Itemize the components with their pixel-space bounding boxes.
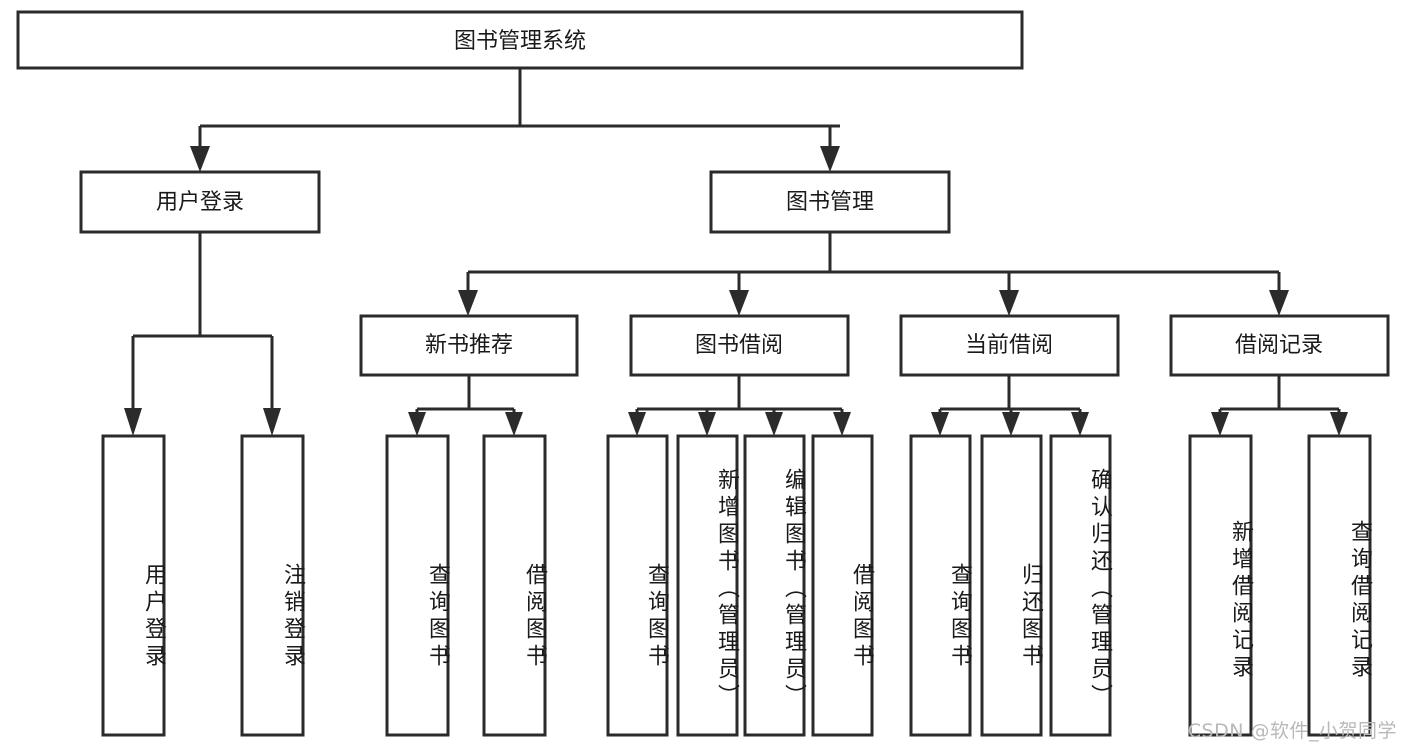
arrow-head-leaf-query-book-current xyxy=(931,412,949,436)
node-user-login[interactable]: 用户登录 xyxy=(79,170,321,234)
arrow-head-leaf-user-logout xyxy=(263,408,281,436)
node-borrow-record-box[interactable] xyxy=(1169,314,1390,377)
node-user-login-label: 用户登录 xyxy=(156,190,244,215)
arrow-head-leaf-add-borrow-record xyxy=(1211,412,1229,436)
node-root-box[interactable] xyxy=(16,10,1024,70)
leaf-box-return-book[interactable] xyxy=(980,434,1043,737)
node-current-borrow-label: 当前借阅 xyxy=(965,333,1053,358)
node-book-borrow-box[interactable] xyxy=(629,314,850,377)
arrow-head-leaf-add-book-admin xyxy=(698,412,716,436)
node-book-manage[interactable]: 图书管理 xyxy=(709,170,951,234)
connector-group-current-borrow xyxy=(931,375,1089,436)
leaf-box-user-login[interactable] xyxy=(101,434,166,737)
node-book-borrow[interactable]: 图书借阅 xyxy=(629,314,850,377)
node-root-label: 图书管理系统 xyxy=(454,29,586,54)
leaf-box-borrow-book-rec[interactable] xyxy=(482,434,547,737)
leaf-box-query-book-rec[interactable] xyxy=(385,434,450,737)
arrow-head-leaf-user-login xyxy=(124,408,142,436)
arrow-head-book-borrow xyxy=(729,290,749,316)
leaf-box-query-book-borrow[interactable] xyxy=(606,434,669,737)
connector-group-borrow-record xyxy=(1211,375,1348,436)
connector-group-user-login xyxy=(124,232,281,436)
arrow-head-borrow-record xyxy=(1269,290,1289,316)
node-new-book-recommend-box[interactable] xyxy=(359,314,579,377)
leaf-box-add-borrow-record[interactable] xyxy=(1188,434,1253,737)
leaf-box-user-logout[interactable] xyxy=(240,434,305,737)
node-root[interactable]: 图书管理系统 xyxy=(16,10,1024,70)
connector-group-root xyxy=(190,68,840,172)
node-new-book-recommend-label: 新书推荐 xyxy=(425,333,513,358)
arrow-head-leaf-query-book-rec xyxy=(408,412,426,436)
arrow-head-book-manage xyxy=(820,146,840,172)
arrow-head-leaf-query-borrow-record xyxy=(1330,412,1348,436)
node-borrow-record-label: 借阅记录 xyxy=(1235,333,1323,358)
arrow-head-leaf-return-book xyxy=(1002,412,1020,436)
arrow-head-leaf-confirm-return-admin xyxy=(1071,412,1089,436)
arrow-head-leaf-borrow-book xyxy=(833,412,851,436)
arrow-head-leaf-edit-book-admin xyxy=(765,412,783,436)
node-current-borrow-box[interactable] xyxy=(899,314,1120,377)
node-new-book-recommend[interactable]: 新书推荐 xyxy=(359,314,579,377)
leaf-box-query-book-current[interactable] xyxy=(909,434,972,737)
csdn-watermark: CSDN @软件_小贺同学 xyxy=(1187,720,1397,742)
leaf-box-confirm-return-admin[interactable] xyxy=(1049,434,1112,737)
arrow-head-user-login xyxy=(190,146,210,172)
arrow-head-new-book-recommend xyxy=(458,290,478,316)
arrow-head-leaf-borrow-book-rec xyxy=(505,412,523,436)
leaf-boxes xyxy=(101,434,1372,737)
node-book-manage-label: 图书管理 xyxy=(786,190,874,215)
leaf-box-edit-book-admin[interactable] xyxy=(743,434,806,737)
connector-group-book-borrow xyxy=(628,375,851,436)
connector-group-book-manage xyxy=(458,232,1289,316)
node-current-borrow[interactable]: 当前借阅 xyxy=(899,314,1120,377)
arrow-head-leaf-query-book-borrow xyxy=(628,412,646,436)
arrow-head-current-borrow xyxy=(999,290,1019,316)
leaf-box-query-borrow-record[interactable] xyxy=(1307,434,1372,737)
leaf-box-borrow-book[interactable] xyxy=(811,434,874,737)
node-borrow-record[interactable]: 借阅记录 xyxy=(1169,314,1390,377)
node-book-borrow-label: 图书借阅 xyxy=(695,333,783,358)
node-user-login-box[interactable] xyxy=(79,170,321,234)
connector-group-new-book-recommend xyxy=(408,375,523,436)
node-book-manage-box[interactable] xyxy=(709,170,951,234)
leaf-box-add-book-admin[interactable] xyxy=(676,434,739,737)
